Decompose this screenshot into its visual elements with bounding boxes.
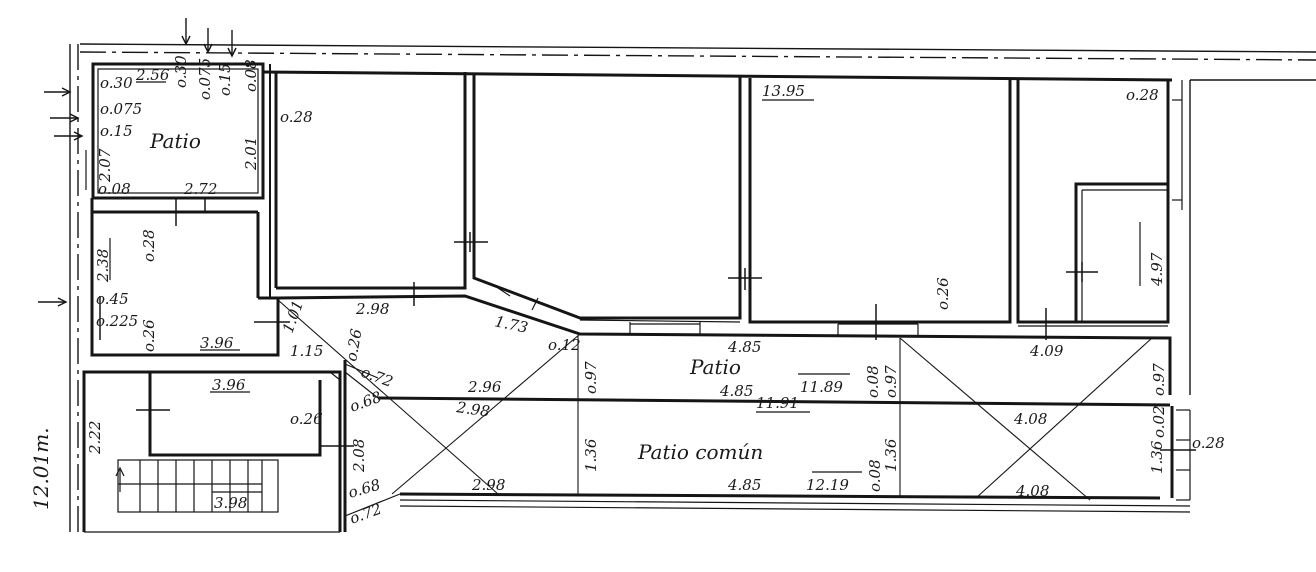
dimension: 2.08 bbox=[350, 439, 368, 473]
dimension: 4.97 bbox=[1148, 252, 1166, 287]
dimension: o.08 bbox=[864, 365, 882, 398]
dimension: 4.08 bbox=[1015, 482, 1049, 500]
dimension: 11.91 bbox=[756, 394, 799, 412]
dimension: 4.85 bbox=[727, 338, 761, 356]
dimension: o.68 bbox=[346, 476, 382, 502]
dimension: 4.85 bbox=[727, 476, 761, 494]
label-patio-mid: Patio bbox=[689, 355, 741, 379]
dimension: o.26 bbox=[140, 319, 158, 352]
walls bbox=[82, 62, 1174, 532]
dimension-underlines bbox=[83, 81, 1141, 493]
dimension: 12.19 bbox=[806, 476, 849, 494]
dimension: o.26 bbox=[342, 327, 365, 363]
dimension: 3.96 bbox=[200, 334, 234, 352]
dimension-labels: o.30 2.56 o.30 o.075 o.15 o.08 o.075 o.1… bbox=[29, 55, 1225, 528]
dimension: o.02 bbox=[1150, 405, 1168, 438]
dimension: 3.98 bbox=[214, 494, 247, 512]
dimension: o.08 bbox=[242, 59, 260, 92]
dimension: 2.22 bbox=[86, 421, 104, 455]
stairs bbox=[115, 459, 279, 513]
label-patio-small: Patio bbox=[149, 129, 201, 153]
dimension: 1.01 bbox=[279, 298, 307, 336]
dimension: 2.98 bbox=[471, 476, 505, 494]
dimension: o.28 bbox=[1192, 434, 1225, 452]
dimension: o.30 bbox=[172, 55, 190, 88]
dimension: o.30 bbox=[100, 74, 133, 92]
dimension: 2.72 bbox=[183, 180, 217, 198]
dimension: 2.07 bbox=[96, 148, 114, 183]
dimension: 2.01 bbox=[242, 137, 260, 171]
dimension: o.28 bbox=[140, 229, 158, 262]
dimension: 4.08 bbox=[1013, 410, 1047, 428]
label-patio-comun: Patio común bbox=[637, 440, 763, 464]
dimension: o.45 bbox=[96, 290, 129, 308]
dimension: 4.85 bbox=[719, 382, 753, 400]
dimension: o.26 bbox=[934, 277, 952, 310]
dimension: o.12 bbox=[548, 336, 581, 354]
dimension: o.28 bbox=[280, 108, 313, 126]
dimension: o.26 bbox=[290, 410, 323, 428]
dimension: 1.36 bbox=[882, 438, 900, 472]
dimension: o.15 bbox=[100, 122, 133, 140]
dimension: 2.38 bbox=[94, 249, 112, 283]
room-labels: Patio Patio Patio común bbox=[149, 129, 763, 464]
dimension: 2.98 bbox=[355, 300, 389, 318]
door-marks bbox=[99, 198, 1196, 451]
dimension: 1.36 bbox=[1148, 440, 1166, 474]
property-lines bbox=[69, 43, 1316, 532]
dimension: o.15 bbox=[216, 63, 234, 96]
dimension: 1.36 bbox=[582, 438, 600, 472]
dimension: 2.98 bbox=[454, 398, 491, 421]
dimension: o.68 bbox=[347, 388, 384, 416]
dimension: o.225 bbox=[96, 312, 138, 330]
dimension: o.97 bbox=[882, 365, 900, 398]
wall-details bbox=[84, 80, 1191, 533]
dimension: o.97 bbox=[1150, 363, 1168, 396]
dimension: 3.96 bbox=[212, 376, 246, 394]
dimension: o.08 bbox=[866, 459, 884, 492]
dimension: 2.96 bbox=[467, 378, 502, 396]
dimension: 11.89 bbox=[800, 378, 843, 396]
patio-cross-marks bbox=[277, 299, 1153, 501]
dimension: 13.95 bbox=[762, 82, 805, 100]
dimension: 4.09 bbox=[1029, 342, 1064, 360]
dimension: o.28 bbox=[1126, 86, 1159, 104]
boundary-arrows bbox=[38, 18, 237, 307]
dimension: 2.56 bbox=[135, 66, 170, 84]
dimension: o.72 bbox=[347, 500, 384, 528]
dimension: o.08 bbox=[98, 180, 131, 198]
dimension: o.075 bbox=[196, 58, 214, 100]
dimension: 1.15 bbox=[290, 342, 323, 360]
dimension: o.97 bbox=[582, 361, 600, 394]
dimension-overall-depth: 12.01m. bbox=[29, 427, 53, 510]
dimension: o.075 bbox=[100, 100, 142, 118]
